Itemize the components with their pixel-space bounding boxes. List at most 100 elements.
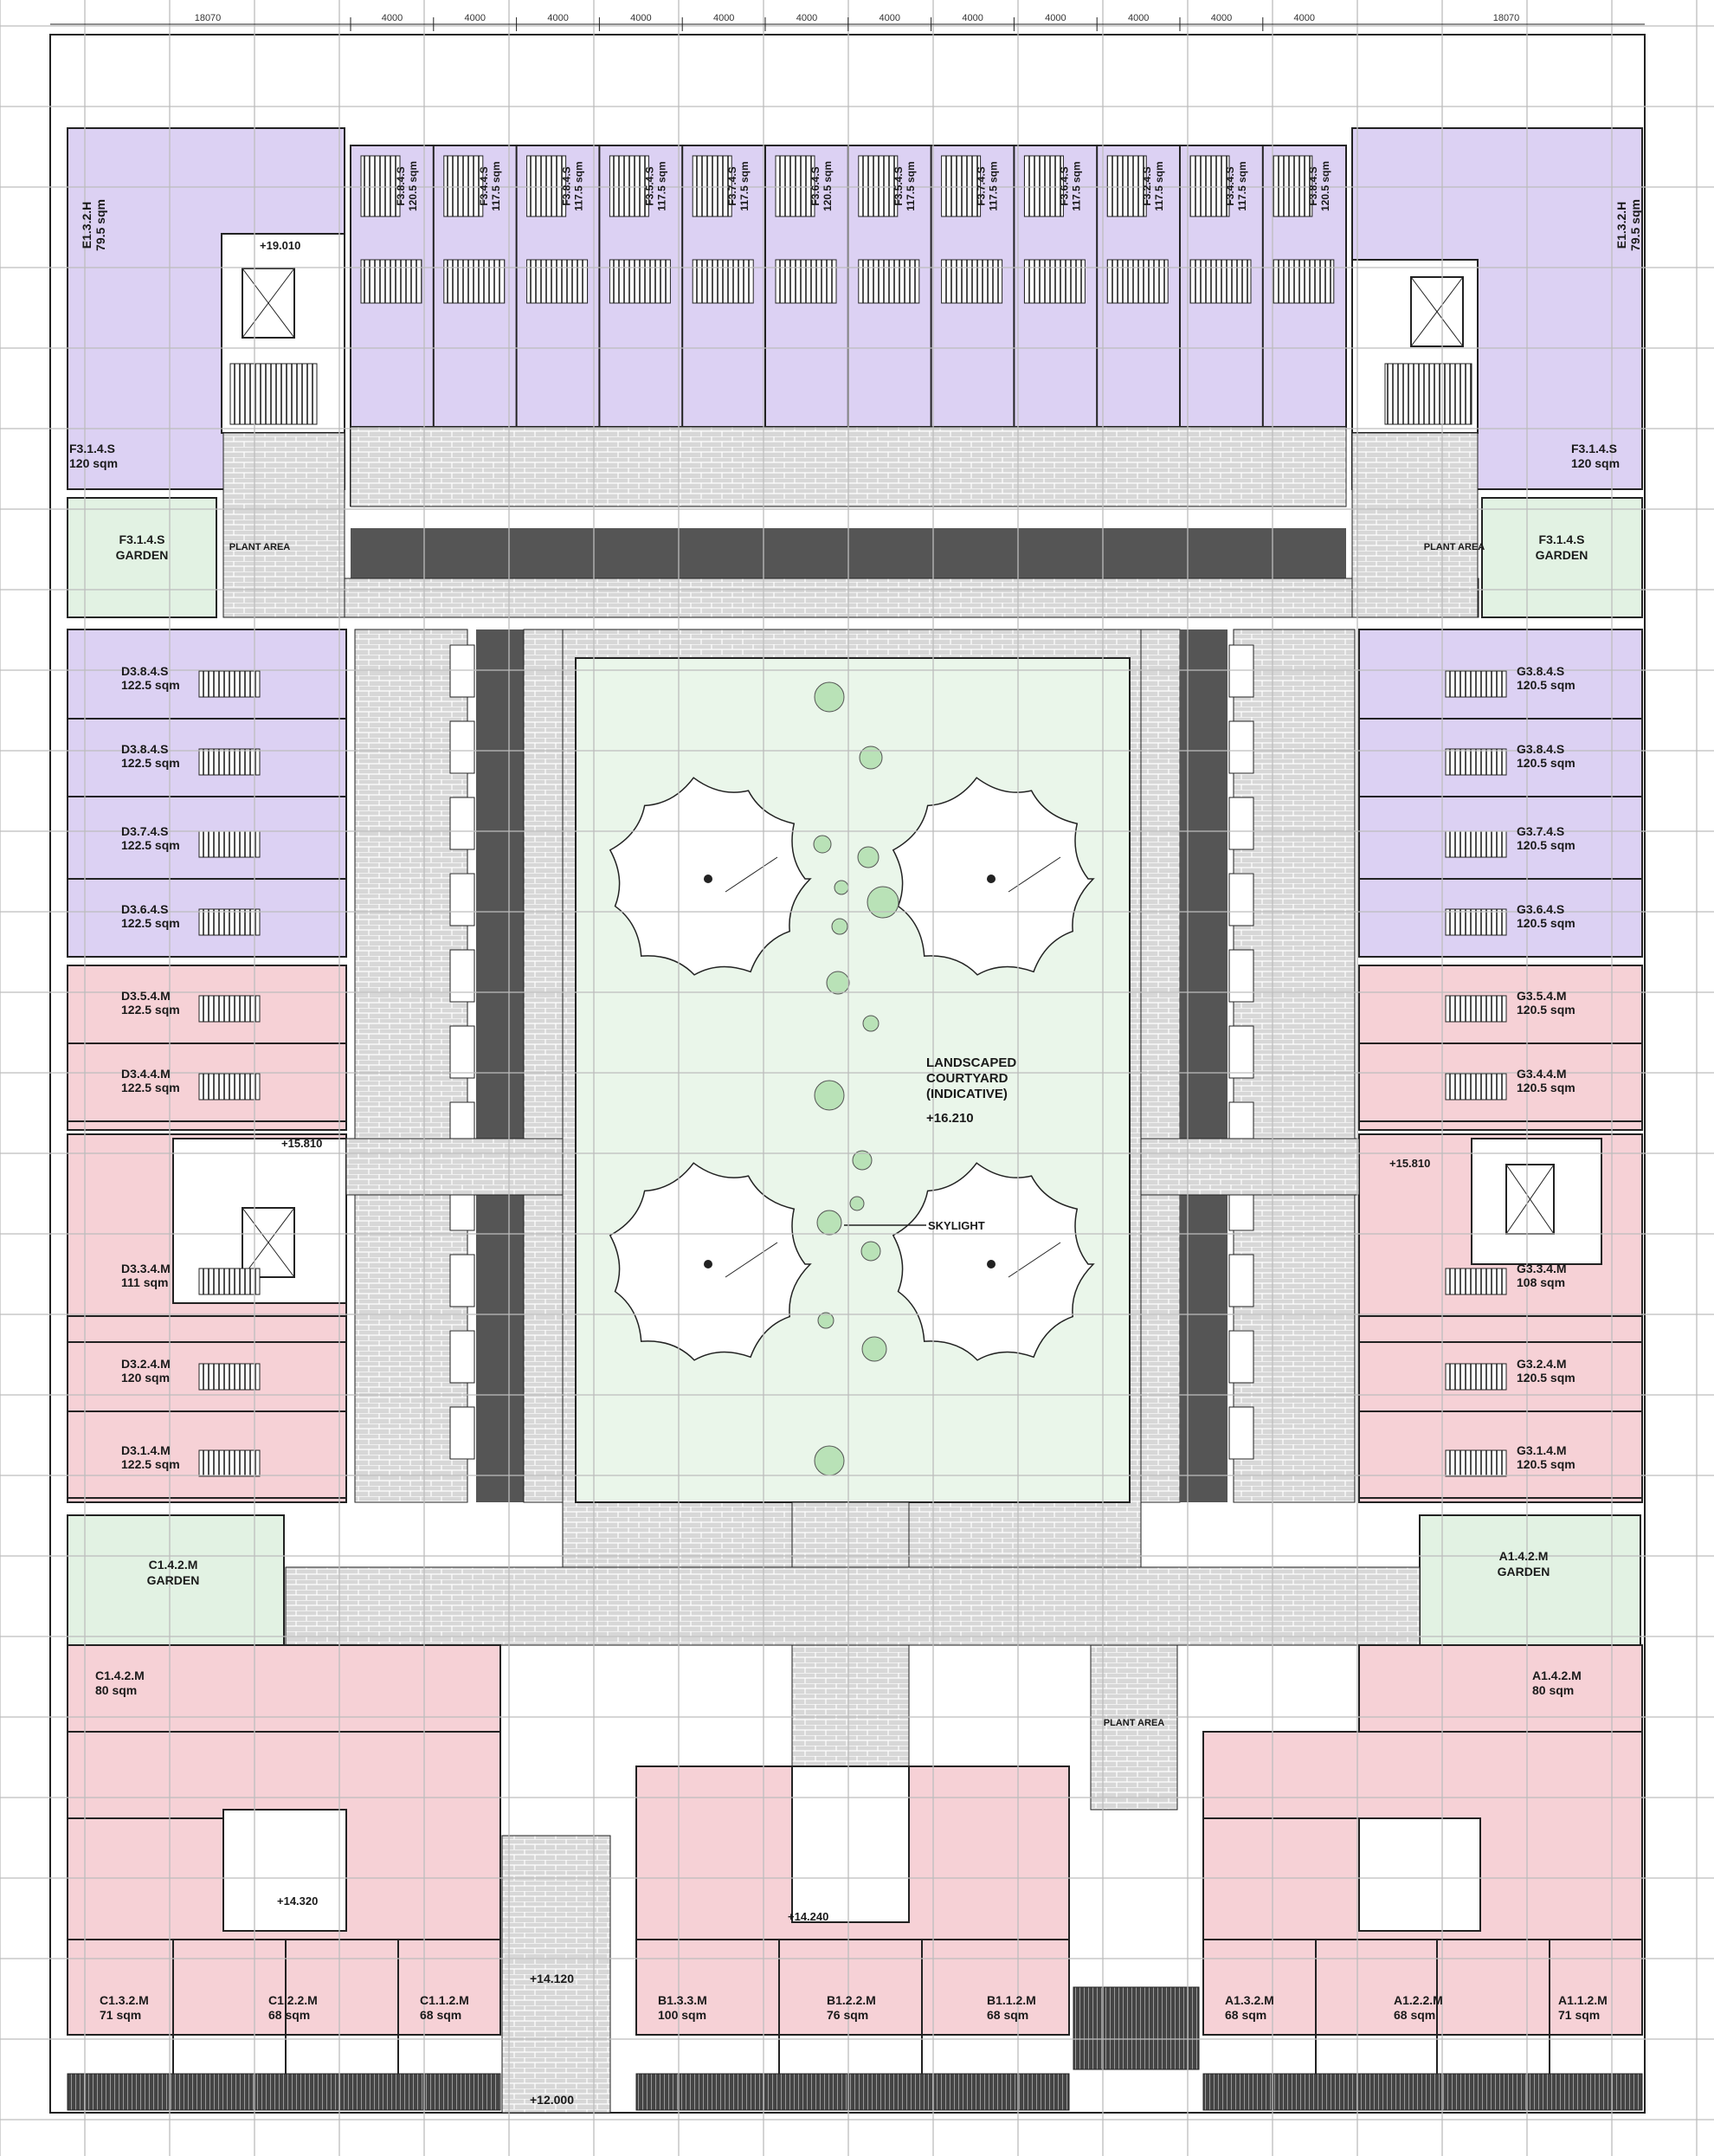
west-walk — [523, 629, 564, 1503]
west-units-pink-upper — [67, 965, 347, 1131]
terrace-area: 120.5 sqm — [822, 161, 834, 211]
terrace-stair — [360, 259, 422, 304]
west-unit-area: 122.5 sqm — [121, 916, 180, 930]
west-balcony — [449, 1254, 475, 1307]
terrace-stair — [1106, 259, 1169, 304]
east-unit-area: 120.5 sqm — [1517, 1371, 1575, 1385]
label-north-right-tower-area: 79.5 sqm — [1628, 199, 1642, 251]
east-unit-stair — [1445, 1449, 1507, 1477]
terrace-stair — [609, 259, 671, 304]
skylight — [814, 681, 845, 713]
east-unit-stair — [1445, 1363, 1507, 1391]
east-unit-stair — [1445, 748, 1507, 776]
label-north-left-garden-sub: GARDEN — [116, 548, 169, 562]
east-stairs — [1359, 670, 1642, 1499]
west-cross-walk — [345, 1138, 564, 1196]
label-north-left-tower-area: 79.5 sqm — [93, 199, 107, 251]
label-north-right-tower-code: E1.3.2.H — [1614, 202, 1628, 249]
south-unit-code: A1.4.2.M — [1532, 1669, 1582, 1682]
dim-bay: 4000 — [1045, 13, 1066, 23]
east-units-pink-upper — [1358, 965, 1643, 1131]
terrace-area: 117.5 sqm — [1070, 161, 1082, 210]
east-balcony — [1228, 1406, 1254, 1460]
south-unit-code: C1.1.2.M — [420, 1993, 469, 2007]
label-level-south-entry: +12.000 — [530, 2093, 574, 2107]
south-unit-code: A1.3.2.M — [1225, 1993, 1274, 2007]
tree-branch — [1008, 856, 1061, 893]
east-unit-code: G3.8.4.S — [1517, 664, 1564, 678]
dim-top-left: 18070 — [195, 13, 222, 23]
west-unit-stair — [198, 1449, 261, 1477]
dim-bay: 4000 — [962, 13, 983, 23]
west-unit-stair — [198, 995, 261, 1023]
west-unit-area: 122.5 sqm — [121, 1081, 180, 1094]
south-unit-area: 80 sqm — [1532, 1683, 1574, 1697]
terrace-stair — [1023, 259, 1086, 304]
west-unit-code: D3.8.4.S — [121, 742, 168, 756]
terrace-code: F3.2.4.S — [1141, 166, 1153, 205]
north-right-garden — [1481, 497, 1643, 618]
west-balcony — [449, 720, 475, 774]
east-unit-area: 120.5 sqm — [1517, 1081, 1575, 1094]
west-unit-code: D3.3.4.M — [121, 1262, 171, 1275]
label-north-right-corner-area: 120 sqm — [1571, 456, 1620, 470]
label-north-left-corner-code: F3.1.4.S — [69, 442, 115, 455]
east-balcony — [1228, 644, 1254, 698]
west-balcony — [449, 1330, 475, 1384]
terrace-stair-upper — [1106, 155, 1147, 217]
courtyard-skylights — [813, 681, 899, 1476]
east-balcony — [1228, 797, 1254, 850]
east-unit-area: 120.5 sqm — [1517, 916, 1575, 930]
courtyard-lawn — [575, 657, 1131, 1503]
east-balcony — [1228, 1330, 1254, 1384]
terrace-stair — [775, 259, 837, 304]
terrace-stair-upper — [443, 155, 484, 217]
south-unit-area: 68 sqm — [268, 2008, 310, 2022]
east-balcony — [1228, 720, 1254, 774]
south-bin-store — [1073, 1986, 1200, 2070]
south-balcony-left — [67, 2073, 501, 2111]
east-unit-stair — [1445, 670, 1507, 698]
south-unit-code: C1.4.2.M — [95, 1669, 145, 1682]
terrace-stair — [1189, 259, 1252, 304]
terrace-stair-upper — [858, 155, 899, 217]
terrace-stair-upper — [941, 155, 982, 217]
east-walk — [1140, 629, 1181, 1503]
label-north-right-corner-code: F3.1.4.S — [1571, 442, 1617, 455]
deck-balconies — [449, 644, 1254, 1460]
east-balcony — [1228, 1025, 1254, 1079]
terrace-code: F3.7.4.S — [726, 166, 738, 205]
east-unit-code: G3.7.4.S — [1517, 824, 1564, 838]
label-north-right-garden-sub: GARDEN — [1536, 548, 1588, 562]
west-stairs — [68, 670, 346, 1499]
south-unit-area: 71 sqm — [1558, 2008, 1600, 2022]
south-unit-code: C1.3.2.M — [100, 1993, 149, 2007]
south-mid-core — [791, 1765, 910, 1923]
terrace-bays — [350, 145, 1340, 507]
label-level-east: +15.810 — [1389, 1157, 1430, 1170]
terrace-stair-upper — [360, 155, 401, 217]
west-unit-code: D3.2.4.M — [121, 1357, 171, 1371]
west-unit-stair — [198, 1363, 261, 1391]
west-unit-code: D3.5.4.M — [121, 989, 171, 1003]
label-courtyard-level: +16.210 — [926, 1111, 974, 1126]
south-unit-code: A1.2.2.M — [1394, 1993, 1443, 2007]
terrace-code: F3.8.4.S — [1307, 166, 1319, 205]
west-deck-dark — [476, 629, 524, 1502]
south-unit-code: A1.1.2.M — [1558, 1993, 1608, 2007]
skylight — [814, 1445, 845, 1476]
west-unit-stair — [198, 830, 261, 858]
south-unit-code: B1.2.2.M — [827, 1993, 876, 2007]
tree-trunk — [987, 875, 996, 883]
west-balcony — [449, 873, 475, 926]
east-unit-area: 120.5 sqm — [1517, 1457, 1575, 1471]
south-plant-area — [1090, 1644, 1178, 1811]
south-unit-area: 100 sqm — [658, 2008, 706, 2022]
